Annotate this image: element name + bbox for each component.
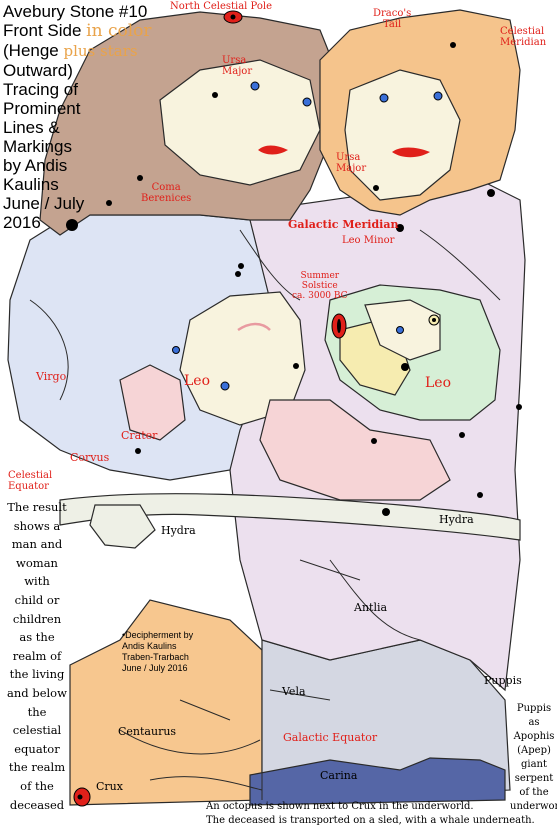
- result-text-line: and below: [7, 685, 67, 700]
- result-text-line: as the: [19, 630, 55, 645]
- eye-icon: [396, 326, 404, 334]
- title-plus-stars: plus stars: [63, 42, 138, 60]
- label-virgo: Virgo: [36, 370, 67, 383]
- puppis-note-line: Puppis: [516, 703, 552, 714]
- eye-icon: [172, 346, 180, 354]
- decipherment-note-line: June / July 2016: [122, 663, 188, 673]
- label-hydra-left: Hydra: [161, 524, 196, 537]
- title-in-color: in color: [86, 21, 152, 41]
- label-north-celestial-pole: North Celestial Pole: [170, 1, 273, 12]
- result-text-line: shows a: [13, 518, 61, 533]
- result-text-line: the: [27, 704, 47, 719]
- label-crater: Crater: [121, 429, 158, 442]
- title-line: Markings: [3, 137, 72, 156]
- label-hydra-right: Hydra: [439, 513, 474, 526]
- title-line: Kaulins: [3, 175, 59, 194]
- result-text-line: realm of: [12, 648, 62, 663]
- label-carina: Carina: [320, 769, 358, 782]
- result-text-line: man and: [11, 537, 63, 552]
- man-face: [159, 59, 321, 186]
- title-line: Tracing of: [3, 80, 78, 99]
- title-line: by Andis: [3, 156, 68, 175]
- label-galactic-meridian: Galactic Meridian: [288, 218, 399, 231]
- hydra-head: [89, 504, 156, 549]
- decipherment-note-line: •Decipherment by: [122, 630, 194, 640]
- result-text: The result shows a man and woman with child o…: [4, 498, 70, 814]
- label-centaurus: Centaurus: [118, 725, 177, 738]
- title-line: Lines &: [3, 118, 60, 137]
- title-line: Prominent: [3, 99, 81, 118]
- hydra-band: [59, 493, 521, 541]
- eye-icon: [302, 97, 312, 107]
- title-line: 2016: [3, 213, 41, 232]
- puppis-note-line: serpent: [514, 773, 554, 784]
- title-line: June / July: [3, 194, 85, 213]
- eye-icon: [250, 81, 260, 91]
- puppis-note-line: as: [528, 717, 540, 728]
- result-text-line: with: [24, 574, 50, 589]
- label-leo-minor: Leo Minor: [342, 235, 395, 246]
- bottom-note-line: An octopus is shown next to Crux in the …: [206, 801, 474, 812]
- label-galactic-equator: Galactic Equator: [283, 731, 378, 744]
- child-face-left: [179, 291, 306, 426]
- title-line: Outward): [3, 61, 73, 80]
- eye-icon: [433, 91, 443, 101]
- result-text-line: the realm: [8, 760, 66, 775]
- underworld-navy-band: [249, 757, 506, 806]
- label-crux: Crux: [96, 780, 123, 793]
- pink-region-left: [119, 364, 186, 441]
- woman-face: [344, 69, 461, 201]
- title-line: Avebury Stone #10: [3, 2, 148, 21]
- label-antlia: Antlia: [354, 601, 388, 614]
- title-line: (Henge: [3, 41, 59, 60]
- bottom-note-line: The deceased is transported on a sled, w…: [206, 815, 535, 826]
- title-line: Front Side: [3, 21, 82, 40]
- man-lips: [258, 145, 288, 155]
- pink-region-center: [259, 399, 451, 501]
- result-text-line: equator: [14, 741, 60, 756]
- eye-icon: [379, 93, 389, 103]
- label-leo-right: Leo: [425, 375, 452, 391]
- woman-lips: [392, 147, 430, 158]
- result-text-line: The result: [7, 500, 67, 514]
- puppis-note-line: of the: [519, 787, 549, 798]
- bottom-note: An octopus is shown next to Crux in the …: [206, 800, 535, 828]
- marking-dots: [66, 42, 522, 516]
- result-text-line: of the: [20, 778, 54, 793]
- puppis-note-line: Apophis: [513, 731, 555, 742]
- puppis-note-line: underworld.: [510, 801, 557, 812]
- eye-icon: [220, 381, 230, 391]
- result-text-line: child or: [14, 592, 60, 607]
- label-leo-left: Leo: [184, 373, 211, 389]
- dot: [432, 318, 436, 322]
- decipherment-note-line: Andis Kaulins: [122, 641, 177, 651]
- label-vela: Vela: [282, 685, 306, 698]
- decipherment-note-line: Traben-Trarbach: [122, 652, 189, 662]
- result-text-line: celestial: [12, 723, 62, 738]
- puppis-note-line: giant: [520, 759, 548, 770]
- label-puppis: Puppis: [484, 674, 522, 687]
- result-text-line: woman: [16, 555, 58, 570]
- label-corvus: Corvus: [70, 451, 110, 464]
- puppis-note-line: (Apep): [517, 745, 551, 756]
- result-text-line: the living: [9, 667, 65, 682]
- page-title: Avebury Stone #10 Front Side in color (H…: [3, 2, 173, 232]
- result-text-line: children: [12, 611, 62, 626]
- result-text-line: deceased: [9, 797, 65, 812]
